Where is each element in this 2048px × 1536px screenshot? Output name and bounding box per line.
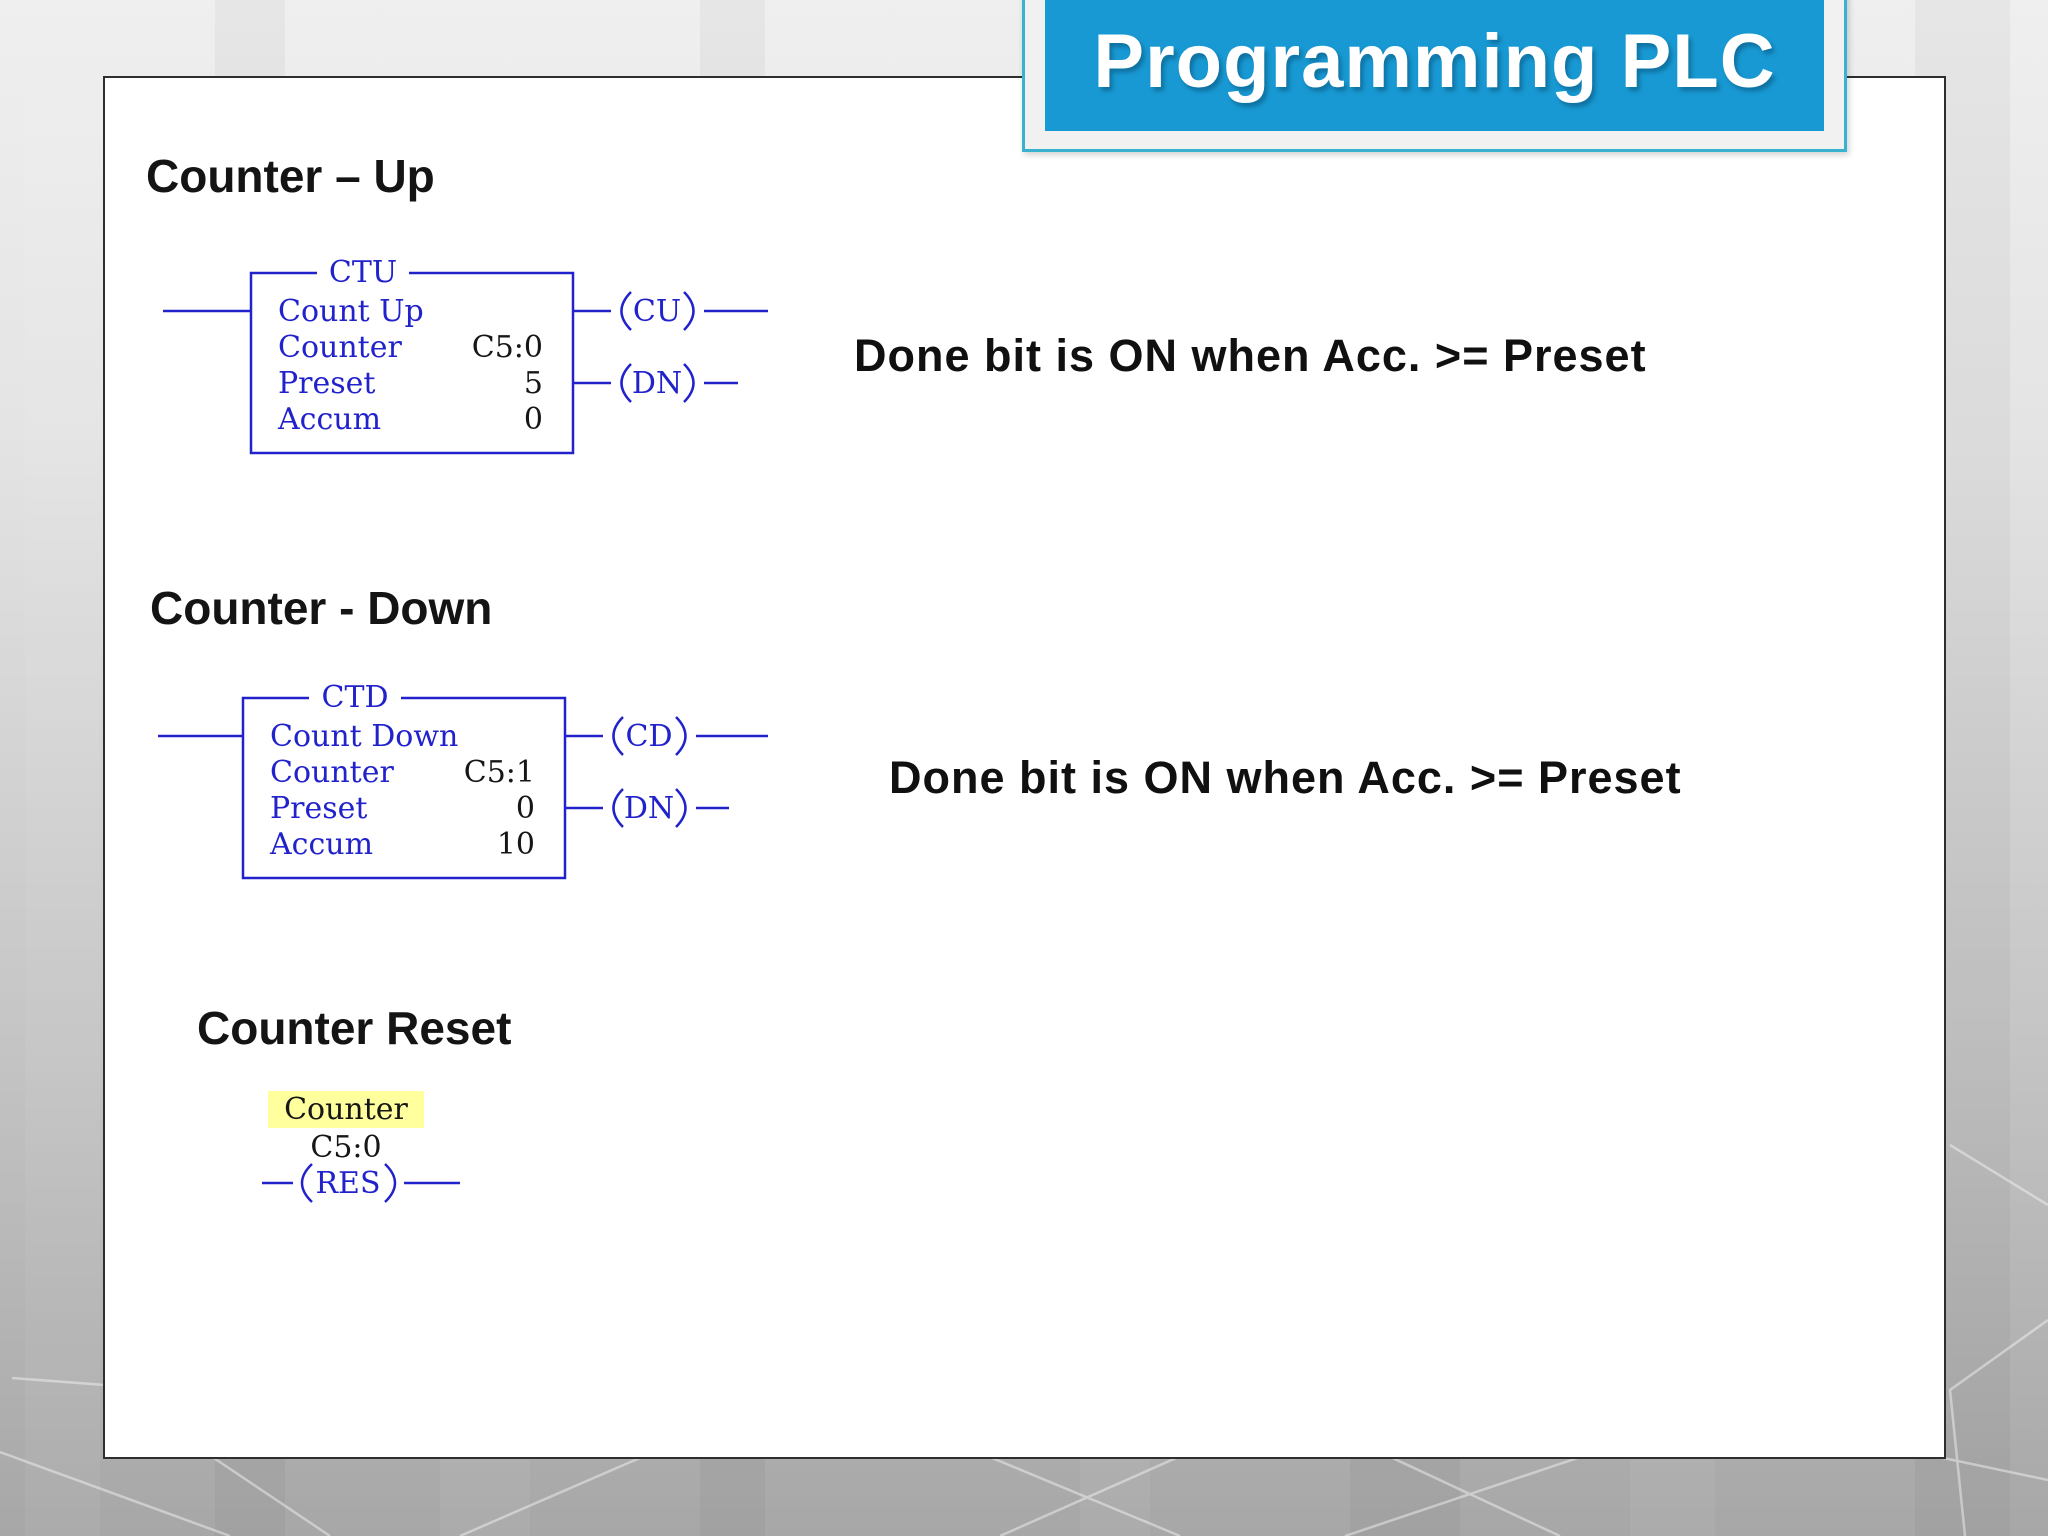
note-counter-down: Done bit is ON when Acc. >= Preset: [889, 752, 1682, 803]
ctu-row-label: Count Up: [278, 294, 424, 329]
ctu-output-coil-cu: CU: [573, 291, 768, 331]
slide-content-panel: [103, 76, 1946, 1459]
res-address: C5:0: [310, 1130, 381, 1165]
ctd-row-label: Accum: [269, 827, 373, 862]
ctu-row-value: 0: [524, 402, 543, 437]
ctu-instruction-box: [249, 271, 575, 455]
ctu-row-label: Counter: [278, 330, 402, 365]
ctd-title-gap: [309, 684, 401, 710]
ctd-coil-label: DN: [624, 791, 674, 826]
ctu-coil-label: DN: [632, 366, 682, 401]
ctd-row-label: Preset: [270, 791, 368, 826]
ctu-ladder-diagram: CTU Count Up Counter C5:0 Preset 5 Accum…: [163, 255, 768, 455]
note-counter-up: Done bit is ON when Acc. >= Preset: [854, 330, 1647, 381]
page-title: Programming PLC: [1093, 18, 1776, 104]
ctu-row-label: Accum: [277, 402, 381, 437]
ctd-row-label: Counter: [270, 755, 394, 790]
res-highlight: [268, 1091, 424, 1128]
ctd-coil-label: CD: [625, 719, 672, 754]
ctu-mnemonic: CTU: [329, 255, 397, 290]
heading-counter-reset: Counter Reset: [197, 1002, 512, 1054]
title-banner: Programming PLC: [1022, 0, 1847, 152]
res-ladder-diagram: Counter C5:0 RES: [262, 1091, 460, 1203]
ctd-output-coil-dn: DN: [565, 788, 729, 828]
res-coil: RES: [262, 1163, 460, 1203]
ctd-output-coil-cd: CD: [565, 716, 768, 756]
res-target-label: Counter: [284, 1092, 408, 1127]
ctd-row-value: C5:1: [464, 755, 535, 790]
title-banner-fill: Programming PLC: [1045, 0, 1824, 131]
ctd-instruction-box: [241, 696, 567, 880]
ctu-coil-label: CU: [633, 294, 681, 329]
ctu-row-value: 5: [524, 366, 543, 401]
ctd-ladder-diagram: CTD Count Down Counter C5:1 Preset 0 Acc…: [158, 680, 768, 880]
ctd-row-value: 10: [497, 827, 535, 862]
ctd-row-value: 0: [516, 791, 535, 826]
ctu-title-gap: [317, 259, 409, 285]
res-coil-label: RES: [315, 1166, 380, 1201]
ctu-row-label: Preset: [278, 366, 376, 401]
heading-counter-down: Counter - Down: [150, 582, 493, 634]
ctd-mnemonic: CTD: [321, 680, 388, 715]
heading-counter-up: Counter – Up: [146, 150, 435, 202]
ctd-row-label: Count Down: [270, 719, 458, 754]
ctu-row-value: C5:0: [472, 330, 543, 365]
ctu-output-coil-dn: DN: [573, 363, 738, 403]
